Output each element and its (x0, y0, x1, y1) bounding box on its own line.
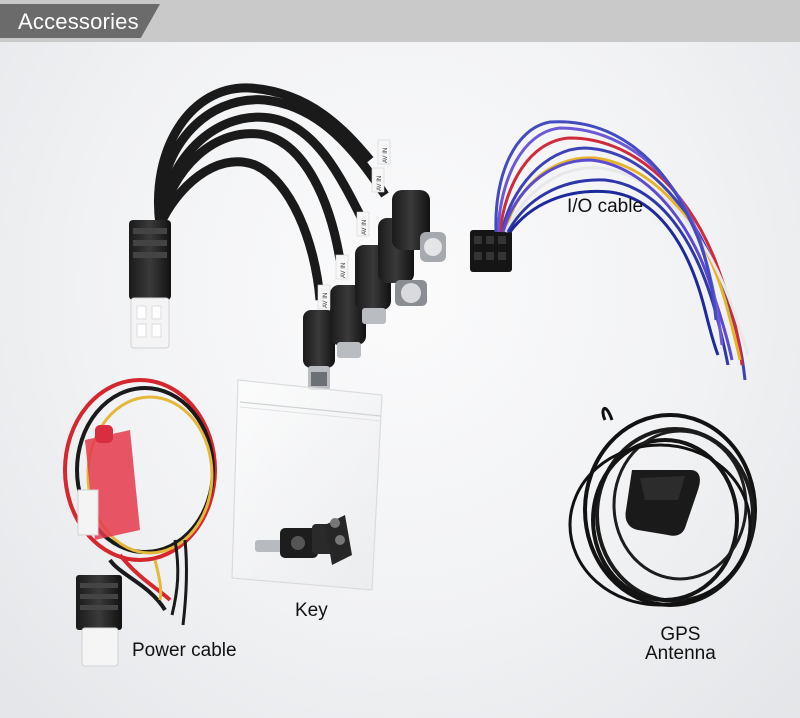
io-cable-label: I/O cable (567, 196, 644, 217)
io-cable (470, 120, 750, 381)
power-cable-label: Power cable (132, 640, 237, 661)
gps-antenna-label: GPS Antenna (645, 625, 716, 663)
av-tag-4: AV IN (377, 176, 383, 191)
key-set (255, 515, 352, 565)
key-bag (231, 379, 383, 591)
gps-label-line2: Antenna (645, 643, 716, 664)
av-tag-3: AV IN (362, 220, 368, 235)
av-tag-5: AV IN (383, 148, 389, 163)
av-connector-1 (303, 310, 335, 390)
header-tab (0, 4, 160, 38)
av-connector-5 (392, 190, 446, 262)
av-cable: AV IN AV IN AV IN AV IN AV IN (129, 83, 446, 390)
av-tag-1: AV IN (323, 293, 329, 308)
page-title: Accessories (18, 9, 139, 34)
av-tag-2: AV IN (341, 263, 347, 278)
key-label: Key (295, 600, 328, 621)
gps-antenna (568, 407, 757, 607)
power-cable (63, 378, 217, 667)
gps-label-line1: GPS (660, 624, 701, 645)
